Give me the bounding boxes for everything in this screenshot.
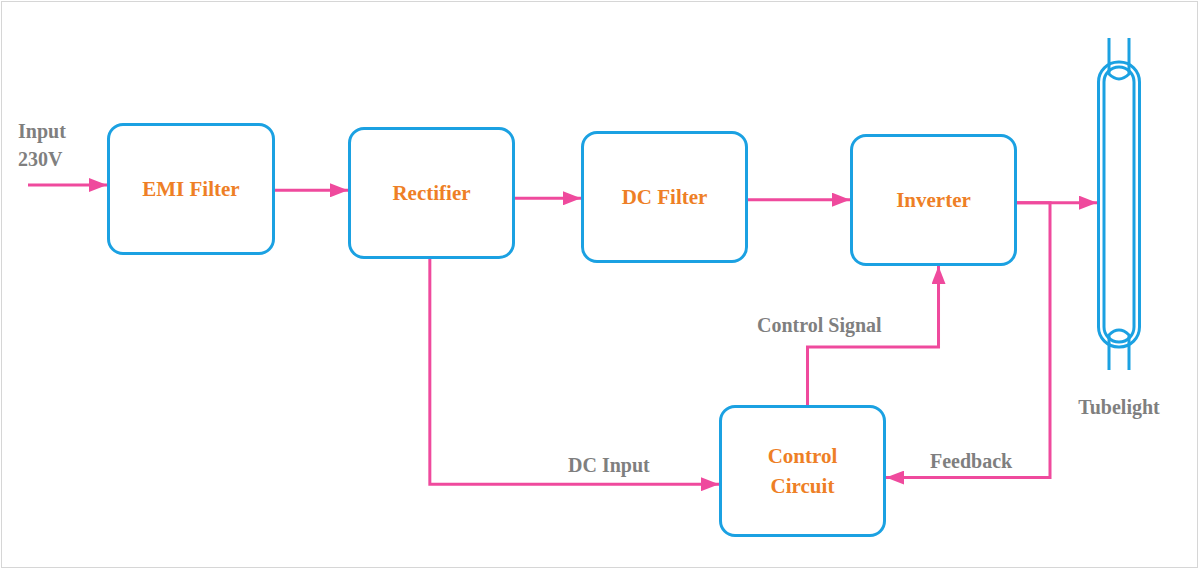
- process-box: EMI Filter: [107, 123, 275, 255]
- tube-outline: [1097, 38, 1141, 370]
- box-label: EMI Filter: [142, 174, 239, 204]
- signal-arrow: [748, 198, 850, 201]
- signal-arrow: [275, 189, 348, 192]
- box-label: Control Circuit: [756, 441, 849, 501]
- lamp-label: Tubelight: [1045, 392, 1193, 422]
- input-wire: [28, 184, 107, 187]
- box-label: Rectifier: [392, 178, 470, 208]
- process-box: Inverter: [850, 134, 1017, 266]
- tube-glass: [1099, 62, 1140, 347]
- box-label: DC Filter: [622, 182, 708, 212]
- signal-arrow: [515, 197, 581, 200]
- signal-label: Input 230V: [18, 117, 92, 173]
- signal-arrow: [430, 259, 719, 484]
- process-box: DC Filter: [581, 131, 748, 263]
- signal-label: Control Signal: [757, 311, 882, 339]
- tube-pins: [1109, 330, 1129, 370]
- process-box: Rectifier: [348, 127, 515, 259]
- process-box: Control Circuit: [719, 405, 886, 537]
- tube-pins: [1109, 38, 1129, 79]
- tubelight-lamp: Tubelight: [1097, 38, 1141, 370]
- tube-inner: [1104, 67, 1134, 342]
- signal-label: DC Input: [568, 451, 650, 479]
- box-label: Inverter: [896, 185, 971, 215]
- signal-label: Feedback: [930, 447, 1012, 475]
- signal-arrow: [886, 203, 1050, 478]
